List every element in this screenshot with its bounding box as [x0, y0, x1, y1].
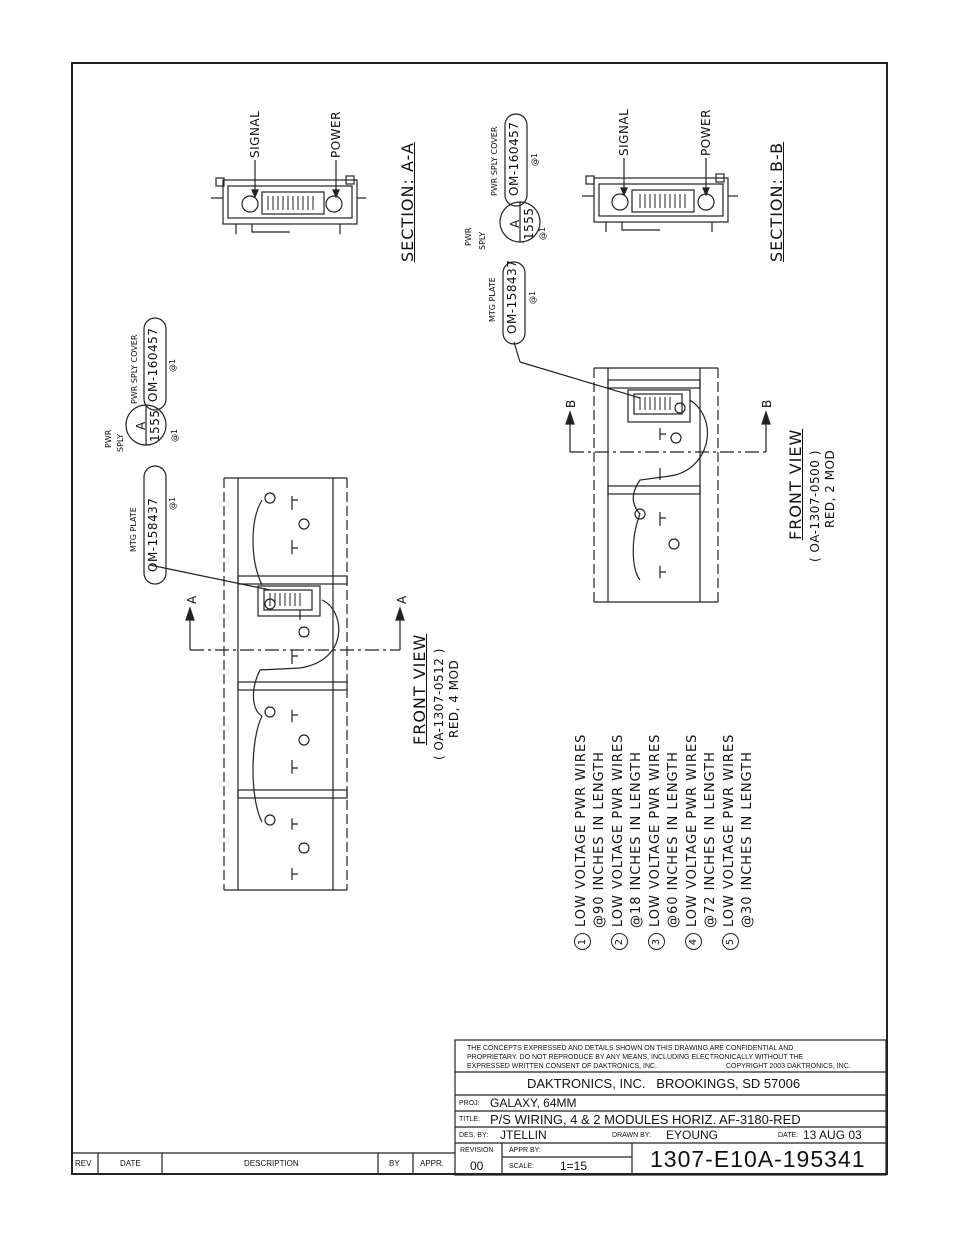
wire-note-2-line2: @18 INCHES IN LENGTH [629, 751, 644, 928]
by-header: BY [389, 1159, 400, 1168]
cut-mark-a-right: A [395, 595, 409, 604]
appr-header: APPR. [420, 1159, 445, 1168]
callout-a-cover-label: PWR SPLY COVER [130, 334, 139, 404]
callout-a-pwr-sply-num: 1555 [148, 409, 162, 442]
title-block-lines [71, 1039, 887, 1176]
callout-b-balloons [499, 113, 541, 345]
appr-label: APPR BY: [509, 1147, 541, 1154]
wire-note-2-num: 2 [611, 933, 628, 950]
wire-note-5: 5 LOW VOLTAGE PWR WIRES @30 INCHES IN LEN… [721, 734, 756, 950]
wire-note-5-line1: LOW VOLTAGE PWR WIRES [722, 733, 737, 927]
wire-note-1: 1 LOW VOLTAGE PWR WIRES @90 INCHES IN LEN… [573, 734, 608, 950]
wire-note-4-line1: LOW VOLTAGE PWR WIRES [685, 733, 700, 927]
front-view-b-desc: RED, 2 MOD [823, 449, 837, 528]
front-view-a-title: FRONT VIEW [410, 633, 429, 745]
wire-note-1-line2: @90 INCHES IN LENGTH [592, 751, 607, 928]
callout-a-balloons [125, 317, 167, 585]
scale-value: 1=15 [560, 1159, 588, 1173]
wire-note-4-num: 4 [685, 933, 702, 950]
drawing-number: 1307-E10A-195341 [650, 1146, 866, 1172]
callout-b-cover-label: PWR SPLY COVER [490, 126, 499, 196]
callout-b-sply-label: SPLY [478, 231, 487, 250]
revision-label: REVISION [460, 1147, 494, 1154]
cut-mark-a-left: A [185, 595, 199, 604]
front-view-a-part: ( OA-1307-0512 ) [432, 648, 446, 760]
wire-note-5-line2: @30 INCHES IN LENGTH [740, 751, 755, 928]
section-b-signal-label: SIGNAL [617, 108, 631, 156]
callout-b-cover-qty: @1 [530, 152, 539, 166]
proj-label: PROJ: [459, 1100, 480, 1107]
company-address: DAKTRONICS, INC. BROOKINGS, SD 57006 [527, 1076, 801, 1091]
cut-mark-b-left: B [564, 399, 578, 408]
callout-a-mtg-plate-label: MTG PLATE [129, 507, 138, 552]
callout-a-pwr-sply-qty: @1 [170, 428, 179, 442]
callout-b-mtg-plate-qty: @1 [528, 290, 537, 304]
section-b-title: SECTION: B-B [767, 141, 786, 262]
drawing-border [71, 62, 888, 1175]
date-label: DATE: [778, 1132, 799, 1139]
description-header: DESCRIPTION [244, 1159, 299, 1168]
front-view-a-desc: RED, 4 MOD [447, 659, 461, 738]
wire-note-5-num: 5 [722, 933, 739, 950]
proj-value: GALAXY, 64MM [490, 1096, 577, 1110]
front-view-b-part: ( OA-1307-0500 ) [808, 450, 822, 562]
callout-a-cover-qty: @1 [168, 358, 177, 372]
wire-note-1-num: 1 [574, 933, 591, 950]
callout-a-pwr-sply-letter: A [134, 421, 148, 430]
front-view-b-title: FRONT VIEW [786, 428, 805, 540]
callout-b-pwr-label: PWR [464, 227, 473, 246]
callout-b-mtg-plate-label: MTG PLATE [488, 277, 497, 322]
cut-mark-b-right: B [760, 399, 774, 408]
des-value: JTELLIN [500, 1128, 547, 1142]
date-value: 13 AUG 03 [803, 1128, 862, 1142]
scale-label: SCALE: [509, 1163, 534, 1170]
confidential-line-3: EXPRESSED WRITTEN CONSENT OF DAKTRONICS,… [467, 1063, 658, 1070]
section-a-signal-label: SIGNAL [248, 110, 262, 158]
section-a-title: SECTION: A-A [398, 142, 417, 262]
des-label: DES. BY: [459, 1132, 489, 1139]
callout-a-mtg-plate-qty: @1 [168, 496, 177, 510]
callout-b-pwr-sply-num: 1555 [522, 207, 536, 240]
drawn-value: EYOUNG [666, 1128, 719, 1142]
callout-b-cover-part: OM-160457 [507, 121, 521, 196]
confidential-line-1: THE CONCEPTS EXPRESSED AND DETAILS SHOWN… [467, 1045, 794, 1052]
confidential-line-2: PROPRIETARY. DO NOT REPRODUCE BY ANY MEA… [467, 1054, 804, 1061]
callout-a-sply-label: SPLY [116, 433, 125, 452]
section-b-power-label: POWER [699, 109, 713, 156]
wire-note-3: 3 LOW VOLTAGE PWR WIRES @60 INCHES IN LEN… [647, 734, 682, 950]
wire-note-3-num: 3 [648, 933, 665, 950]
section-a-diagram [211, 160, 366, 234]
wire-note-2: 2 LOW VOLTAGE PWR WIRES @18 INCHES IN LEN… [610, 734, 645, 950]
callout-b-pwr-sply-qty: @1 [538, 226, 547, 240]
rev-header: REV [75, 1159, 92, 1168]
callout-a-cover-part: OM-160457 [146, 327, 160, 402]
callout-a-pwr-label: PWR [104, 429, 113, 448]
date-header: DATE [120, 1159, 141, 1168]
front-view-a-diagram [149, 477, 405, 891]
revision-value: 00 [470, 1159, 484, 1173]
wire-note-4-line2: @72 INCHES IN LENGTH [703, 751, 718, 928]
callout-a-mtg-plate-part: OM-158437 [146, 497, 160, 572]
title-value: P/S WIRING, 4 & 2 MODULES HORIZ. AF-3180… [490, 1112, 801, 1127]
title-label: TITLE: [459, 1116, 481, 1123]
wire-note-3-line2: @60 INCHES IN LENGTH [666, 751, 681, 928]
section-b-diagram [582, 158, 738, 232]
wire-note-3-line1: LOW VOLTAGE PWR WIRES [648, 733, 663, 927]
wire-note-2-line1: LOW VOLTAGE PWR WIRES [611, 733, 626, 927]
drawn-label: DRAWN BY: [612, 1132, 652, 1139]
wire-note-4: 4 LOW VOLTAGE PWR WIRES @72 INCHES IN LEN… [684, 734, 719, 950]
callout-b-pwr-sply-letter: A [508, 219, 522, 228]
copyright: COPYRIGHT 2003 DAKTRONICS, INC. [726, 1063, 851, 1070]
front-view-b-diagram [513, 341, 771, 603]
section-a-power-label: POWER [329, 111, 343, 158]
callout-b-mtg-plate-part: OM-158437 [505, 259, 519, 334]
wire-note-1-line1: LOW VOLTAGE PWR WIRES [574, 733, 589, 927]
